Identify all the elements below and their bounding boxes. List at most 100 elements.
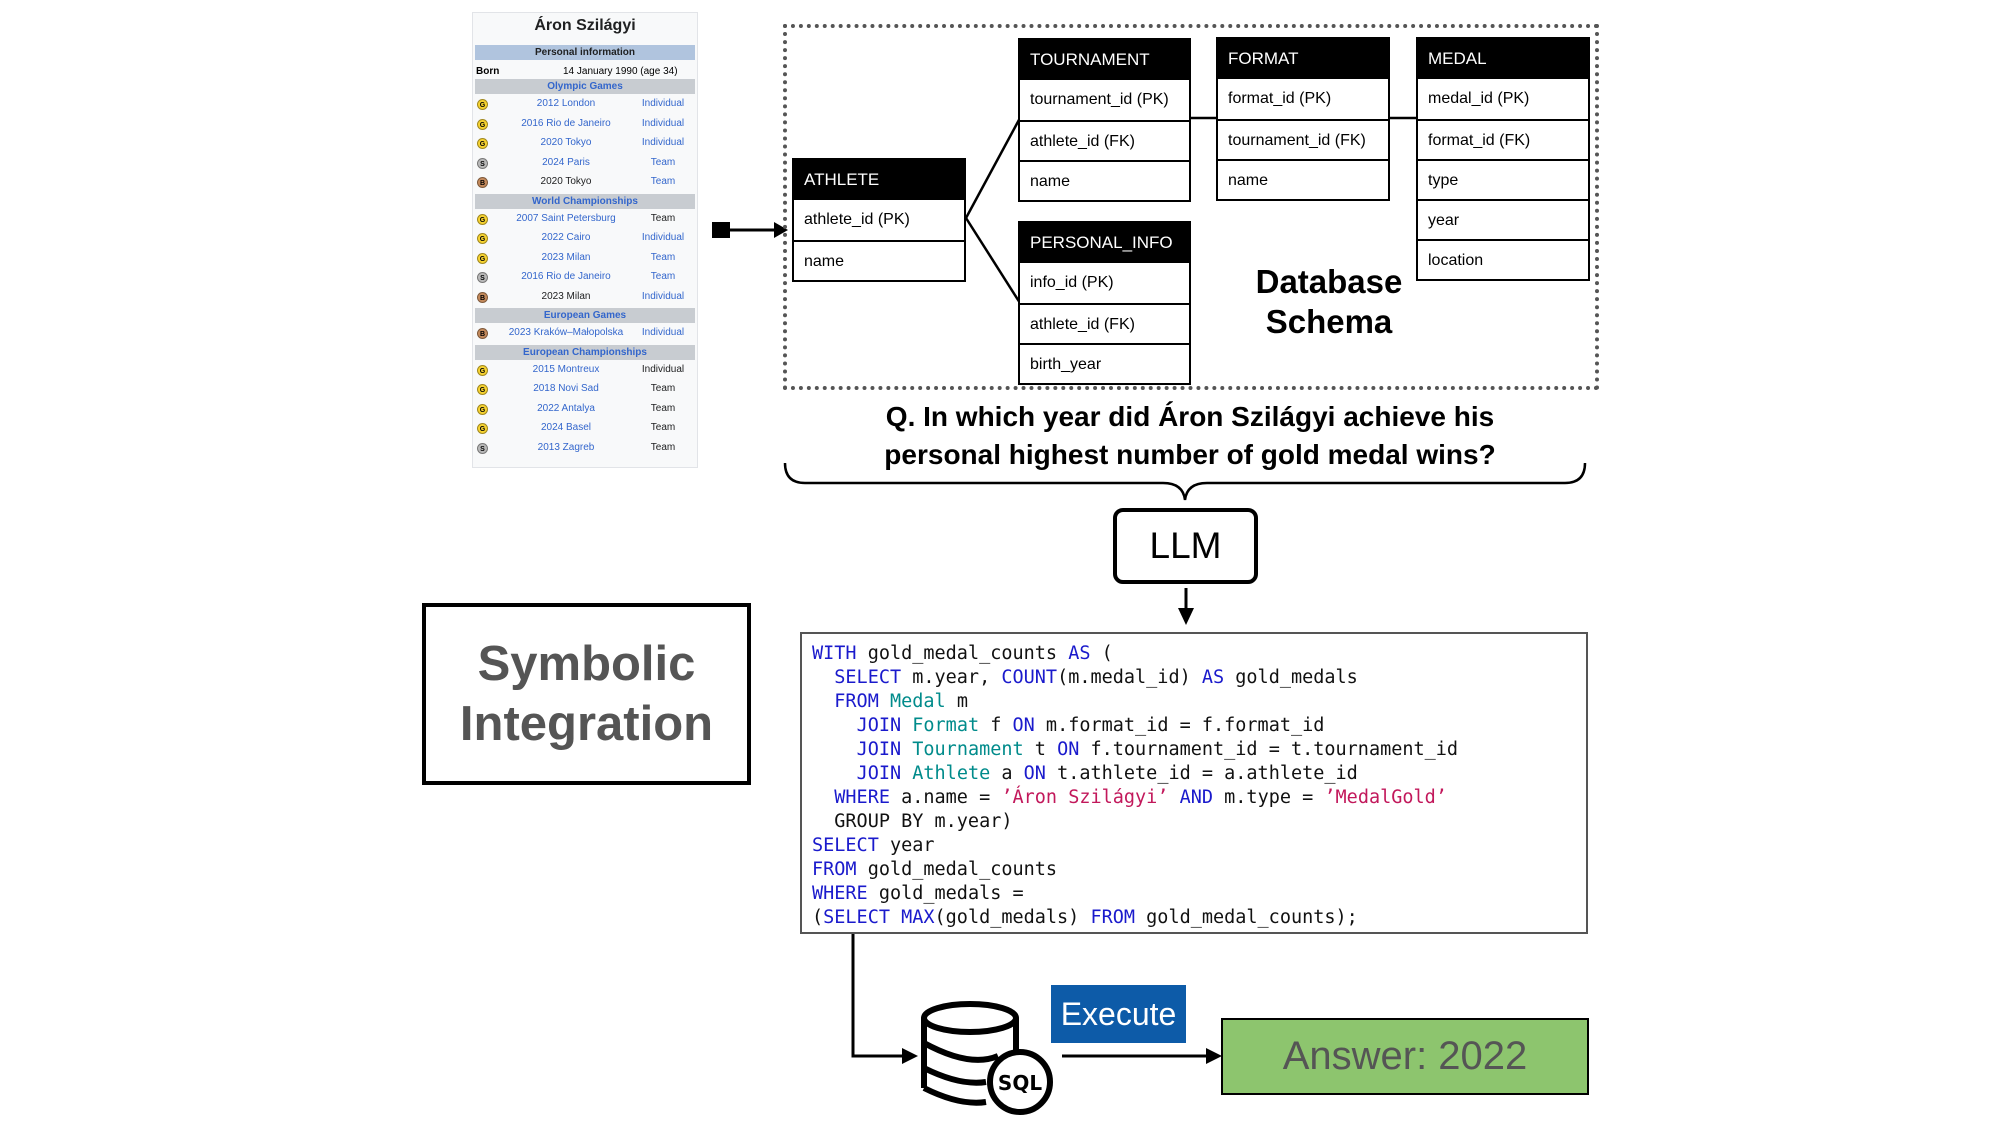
symbolic-line-2: Integration (459, 697, 714, 751)
question-line-2: personal highest number of gold medal wi… (884, 439, 1496, 470)
medal-event[interactable]: 2022 Cairo (541, 232, 591, 243)
sql-token: COUNT (1001, 667, 1058, 688)
sql-token: WITH (812, 643, 857, 664)
medal-event[interactable]: 2020 Tokyo (540, 137, 592, 148)
sql-token (1168, 787, 1179, 808)
sql-token: AND (1179, 787, 1214, 808)
sql-line: WITH gold_medal_counts AS ( (812, 642, 1586, 666)
medal-icon: B (477, 177, 488, 188)
sql-token: gold_medal_counts (856, 643, 1069, 664)
medal-type: Team (650, 441, 676, 453)
medal-type[interactable]: Individual (641, 232, 685, 243)
table-athlete-field: athlete_id (PK) (804, 211, 910, 228)
sql-token: gold_medal_counts); (1135, 907, 1358, 928)
medal-event[interactable]: 2016 Rio de Janeiro (521, 117, 611, 129)
infobox-personal-header: Personal information (475, 45, 695, 60)
sql-code-box: WITH gold_medal_counts AS ( SELECT m.yea… (800, 632, 1588, 934)
sql-token: m.year, (901, 667, 1002, 688)
medal-icon: G (477, 99, 488, 110)
infobox-to-schema-arrow (712, 222, 788, 238)
sql-token: gold_medals (1224, 667, 1358, 688)
medal-event[interactable]: 2023 Milan (541, 251, 591, 263)
medal-type[interactable]: Team (650, 271, 676, 282)
infobox-medal-row: B 2023 Milan Individual (473, 288, 697, 306)
sql-token: f.tournament_id = t.tournament_id (1079, 739, 1459, 760)
medal-event[interactable]: 2018 Novi Sad (533, 383, 599, 394)
medal-event[interactable]: 2024 Paris (542, 156, 590, 168)
medal-type[interactable]: Team (650, 176, 676, 187)
medal-icon: B (477, 291, 488, 303)
medal-type[interactable]: Individual (641, 327, 685, 338)
sql-token (812, 715, 857, 736)
answer-box: Answer: 2022 (1221, 1018, 1589, 1095)
medal-event[interactable]: 2012 London (536, 98, 596, 109)
medal-type: Individual (641, 363, 685, 375)
sql-token (901, 739, 912, 760)
sql-token: ( (1090, 643, 1113, 664)
born-value: 14 January 1990 (age 34) (563, 66, 678, 77)
sql-token: SELECT MAX (823, 907, 935, 928)
table-tournament-field: tournament_id (PK) (1030, 91, 1169, 108)
medal-type[interactable]: Team (650, 251, 676, 263)
medal-icon: G (477, 252, 488, 264)
athlete-infobox: Áron Szilágyi Personal information Born … (472, 12, 698, 468)
medal-event[interactable]: 2016 Rio de Janeiro (521, 271, 611, 282)
table-tournament: TOURNAMENT tournament_id (PK) athlete_id… (1018, 38, 1191, 202)
table-personal-info: PERSONAL_INFO info_id (PK) athlete_id (F… (1018, 221, 1191, 385)
infobox-section-header: European Games (475, 308, 695, 323)
medal-event: 2023 Milan (541, 290, 591, 302)
medal-type[interactable]: Individual (641, 98, 685, 109)
sql-line: FROM Medal m (812, 690, 1586, 714)
sql-icon-label: SQL (998, 1071, 1042, 1095)
sql-line: GROUP BY m.year) (812, 810, 1586, 834)
medal-event[interactable]: 2024 Basel (540, 422, 592, 433)
sql-line: WHERE a.name = ’Áron Szilágyi’ AND m.typ… (812, 786, 1586, 810)
medal-type[interactable]: Individual (641, 290, 685, 302)
sql-token: Medal (889, 691, 946, 712)
sql-token: JOIN (856, 763, 902, 784)
medal-icon: S (477, 272, 488, 283)
sql-line: JOIN Athlete a ON t.athlete_id = a.athle… (812, 762, 1586, 786)
medal-type[interactable]: Individual (641, 117, 685, 129)
medal-type[interactable]: Team (650, 156, 676, 168)
sql-database-icon: SQL (921, 1001, 1053, 1115)
medal-event[interactable]: 2007 Saint Petersburg (516, 212, 616, 224)
sql-token: m.format_id = f.format_id (1034, 715, 1325, 736)
medal-event[interactable]: 2015 Montreux (532, 363, 600, 375)
medal-event[interactable]: 2013 Zagreb (537, 441, 595, 453)
sql-token: ’Áron Szilágyi’ (1001, 787, 1169, 808)
table-medal: MEDAL medal_id (PK) format_id (FK) type … (1416, 37, 1590, 281)
sql-token: t.athlete_id = a.athlete_id (1045, 763, 1358, 784)
sql-token: AS (1201, 667, 1225, 688)
medal-icon: B (477, 328, 488, 339)
sql-token: f (979, 715, 1013, 736)
medal-type: Team (650, 422, 676, 433)
medal-icon: G (477, 423, 488, 434)
medal-type[interactable]: Individual (641, 137, 685, 148)
schema-title: Database Schema (1255, 263, 1403, 340)
table-personal-info-header: PERSONAL_INFO (1020, 223, 1189, 263)
sql-token: (m.medal_id) (1057, 667, 1202, 688)
sql-token: a (990, 763, 1024, 784)
medal-event[interactable]: 2022 Antalya (537, 402, 595, 414)
infobox-medal-row: B 2023 Kraków–Małopolska Individual (473, 324, 697, 342)
medal-event[interactable]: 2023 Kraków–Małopolska (508, 327, 624, 338)
execute-label: Execute (1051, 985, 1186, 1043)
sql-token: year (878, 835, 935, 856)
sql-token: SELECT (834, 667, 902, 688)
table-medal-field: medal_id (PK) (1428, 90, 1530, 107)
medal-event: 2020 Tokyo (540, 176, 592, 187)
table-athlete-field: name (794, 240, 964, 280)
sql-token: FROM (834, 691, 879, 712)
symbolic-line-1: Symbolic (477, 637, 696, 691)
sql-line: FROM gold_medal_counts (812, 858, 1586, 882)
table-medal-field: year (1418, 199, 1588, 239)
infobox-born-row: Born 14 January 1990 (age 34) (473, 63, 697, 81)
born-label: Born (476, 66, 500, 77)
table-athlete-header: ATHLETE (794, 160, 964, 200)
